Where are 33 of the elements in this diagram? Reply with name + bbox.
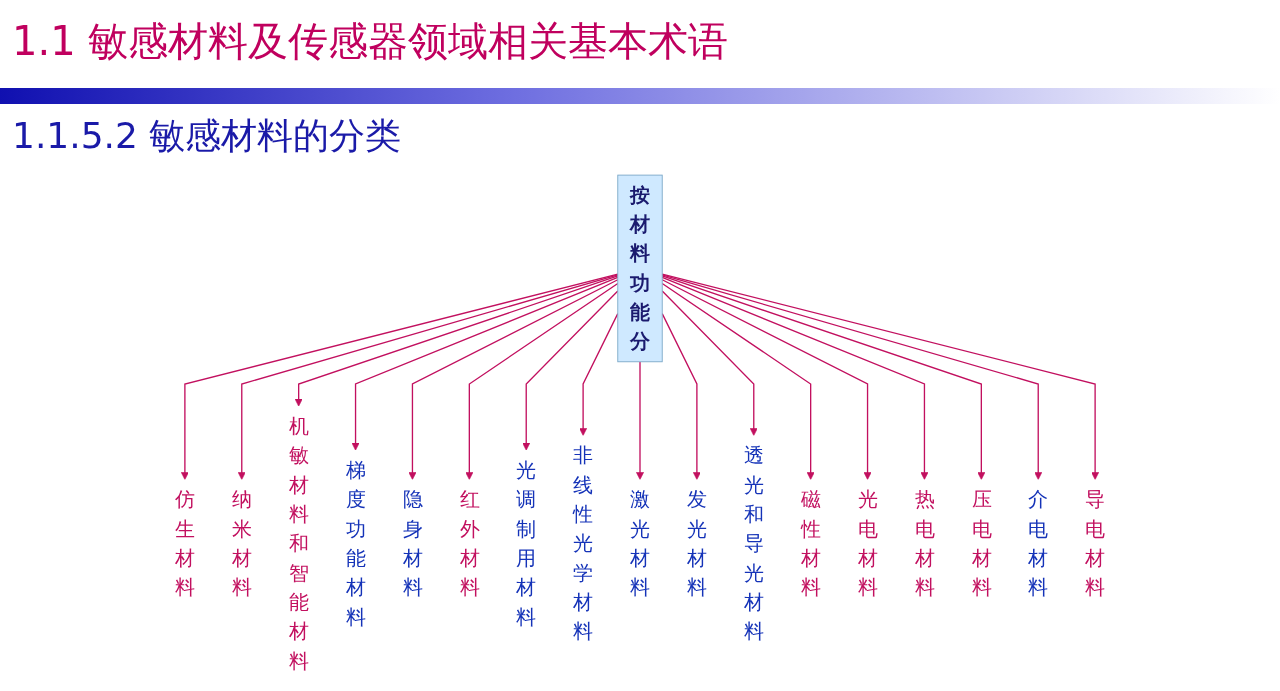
node-text: 纳米材料 [232, 488, 252, 599]
node-text: 隐身材料 [402, 488, 423, 599]
arrow [408, 279, 619, 480]
node-text: 压电材料 [971, 488, 992, 599]
slide-title: 1.1 敏感材料及传感器领域相关基本术语 [12, 17, 729, 66]
arrow [661, 312, 701, 480]
node-text: 磁性材料 [800, 488, 821, 599]
node-box: 按材料功能分 [617, 174, 663, 363]
arrow [522, 290, 619, 451]
node-text: 红外材料 [459, 488, 480, 599]
arrow [661, 279, 872, 480]
node-text: 发光材料 [687, 488, 707, 599]
node-text: 机敏材料和智能材料 [288, 415, 309, 672]
arrow [661, 276, 929, 480]
node-text: 仿生材料 [175, 488, 195, 599]
section-heading: 1.1.5.2 敏感材料的分类 [12, 114, 402, 158]
node-text: 介电材料 [1028, 488, 1048, 599]
node-text: 热电材料 [914, 488, 935, 599]
node-text: 透光和导光材料 [744, 444, 764, 643]
node-text: 光电材料 [857, 488, 878, 599]
arrow [351, 276, 619, 451]
node-text: 激光材料 [630, 488, 650, 599]
node-text: 梯度功能材料 [345, 459, 366, 628]
arrow [661, 290, 758, 436]
arrow [661, 282, 815, 480]
arrow [294, 275, 619, 407]
node-text: 非线性光学材料 [573, 444, 593, 643]
arrow [636, 361, 644, 480]
node-text: 光调制用材料 [516, 459, 536, 628]
arrow [465, 282, 619, 480]
node-text: 导电材料 [1085, 488, 1105, 599]
arrow [661, 275, 986, 480]
arrow [579, 312, 619, 436]
